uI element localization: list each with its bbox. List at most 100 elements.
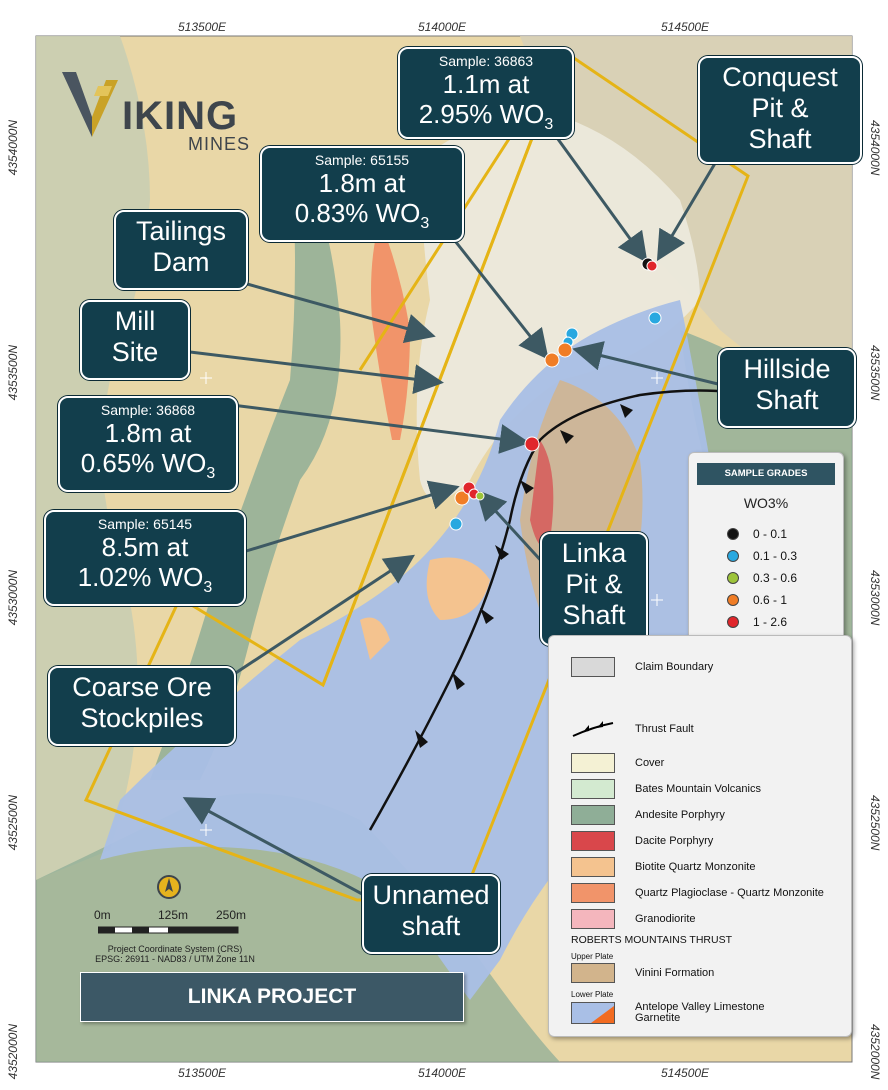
grade-class: 1 - 2.6 (727, 615, 787, 629)
legend-label: Cover (635, 757, 665, 769)
callout-line: Site (111, 337, 159, 367)
callout-tailings: Tailings Dam (114, 210, 248, 290)
legend-label: Biotite Quartz Monzonite (635, 861, 756, 873)
legend-item: Dacite Porphyry (571, 830, 713, 852)
grade-dot (727, 528, 739, 540)
logo-sub: MINES (188, 134, 251, 154)
grade-label: 0.1 - 0.3 (753, 549, 798, 563)
legend-label: Bates Mountain Volcanics (635, 783, 761, 795)
legend-item: Cover (571, 752, 664, 774)
grade-label: 0.6 - 1 (753, 593, 788, 607)
scale-tick-250: 250m (216, 908, 247, 922)
legend-item: Bates Mountain Volcanics (571, 778, 761, 800)
sample-length: 1.1m at (442, 69, 530, 99)
legend-item: Vinini Formation (571, 962, 714, 984)
callout-sample-65155: Sample: 65155 1.8m at 0.83% WO3 (260, 146, 464, 242)
grade-label: 0 - 0.1 (753, 527, 788, 541)
coord-bottom-514500: 514500E (661, 1066, 710, 1080)
sample-length: 1.8m at (104, 418, 192, 448)
callout-line: Dam (152, 247, 210, 277)
monzonite-body-1 (426, 557, 490, 620)
legend-item: Quartz Plagioclase - Quartz Monzonite (571, 882, 824, 904)
callout-sample-65145: Sample: 65145 8.5m at 1.02% WO3 (44, 510, 246, 606)
legend-item: Andesite Porphyry (571, 804, 725, 826)
viking-mines-logo: IKING MINES (62, 62, 262, 154)
callout-line: Pit & (565, 569, 623, 599)
sample-grades-legend: SAMPLE GRADES WO3% 0 - 0.1 0.1 - 0.3 0.3… (688, 452, 844, 642)
callout-line: Shaft (748, 124, 812, 154)
grade-class: 0 - 0.1 (727, 527, 787, 541)
callout-hillside: Hillside Shaft (718, 348, 856, 428)
legend-swatch (571, 1002, 615, 1024)
scale-bar (98, 926, 239, 934)
callout-conquest: Conquest Pit & Shaft (698, 56, 862, 164)
north-arrow-icon (157, 875, 181, 899)
crs-line-2: EPSG: 26911 - NAD83 / UTM Zone 11N (95, 954, 255, 964)
cover-zone-central (416, 110, 700, 500)
crs-text: Project Coordinate System (CRS)EPSG: 269… (70, 944, 280, 964)
callout-line: Shaft (562, 600, 626, 630)
callout-line: Linka (561, 538, 627, 568)
monzonite-body-2 (360, 617, 390, 660)
thrust-fault-symbol (572, 721, 614, 737)
grade-class: 0.6 - 1 (727, 593, 787, 607)
logo-word: IKING (122, 94, 239, 138)
legend-label: Vinini Formation (635, 967, 715, 979)
legend-item: Granodiorite (571, 908, 696, 930)
legend-group-title: ROBERTS MOUNTAINS THRUST (571, 934, 733, 946)
coord-bottom-513500: 513500E (178, 1066, 227, 1080)
grade-dot (727, 594, 739, 606)
callout-line: Hillside (743, 354, 831, 384)
sample-id: Sample: 36863 (438, 53, 534, 69)
legend-swatch (571, 909, 615, 929)
legend-label: Andesite Porphyry (635, 809, 725, 821)
callout-unnamed-shaft: Unnamed shaft (362, 874, 500, 954)
legend-swatch (571, 831, 615, 851)
coord-right-4353000: 4353000N (868, 570, 882, 626)
sample-grades-title: SAMPLE GRADES (697, 463, 835, 485)
coord-right-4354000: 4354000N (868, 120, 882, 176)
grade-class: 0.1 - 0.3 (727, 549, 797, 563)
andesite-zone-1 (150, 150, 341, 780)
legend-swatch (571, 657, 615, 677)
callout-line: shaft (401, 911, 461, 941)
sample-grades-unit: WO3% (743, 495, 789, 511)
grade-dot (727, 616, 739, 628)
coord-left-4353500: 4353500N (6, 345, 20, 401)
monzonite-strip (371, 220, 410, 440)
scale-bar-block: 0m 125m 250m Project Coordinate System (… (78, 874, 278, 964)
callout-line: Unnamed (372, 880, 490, 910)
sample-length: 1.8m at (318, 168, 406, 198)
callout-line: Tailings (135, 216, 227, 246)
legend-label: Thrust Fault (635, 723, 694, 735)
geology-legend: Claim Boundary Thrust Fault Cover Bates … (548, 635, 852, 1037)
callout-mill-site: Mill Site (80, 300, 190, 380)
thrust-fault-teeth (415, 404, 633, 748)
sample-id: Sample: 65145 (97, 516, 193, 532)
legend-upper-plate: Upper Plate (571, 952, 614, 961)
grade-class: 0.3 - 0.6 (727, 571, 797, 585)
legend-item: Biotite Quartz Monzonite (571, 856, 755, 878)
dacite-dike (530, 440, 554, 547)
scale-tick-0: 0m (94, 908, 111, 922)
coord-top-514500: 514500E (661, 20, 710, 34)
callout-line: Mill (114, 306, 156, 336)
callout-line: Pit & (751, 93, 809, 123)
coord-left-4352500: 4352500N (6, 795, 20, 851)
sample-grade: 0.83% WO3 (294, 198, 430, 233)
sample-id: Sample: 36868 (100, 402, 196, 418)
coord-bottom-514000: 514000E (418, 1066, 467, 1080)
callout-linka: Linka Pit & Shaft (540, 532, 648, 646)
logo-v-mark (62, 72, 118, 137)
grade-dot (727, 572, 739, 584)
coord-left-4354000: 4354000N (6, 120, 20, 176)
coord-right-4353500: 4353500N (868, 345, 882, 401)
callout-arrows (182, 134, 722, 897)
legend-item: Claim Boundary (571, 656, 713, 678)
coord-left-4352000: 4352000N (6, 1024, 20, 1080)
crs-line-1: Project Coordinate System (CRS) (107, 944, 243, 954)
coord-right-4352000: 4352000N (868, 1024, 882, 1080)
